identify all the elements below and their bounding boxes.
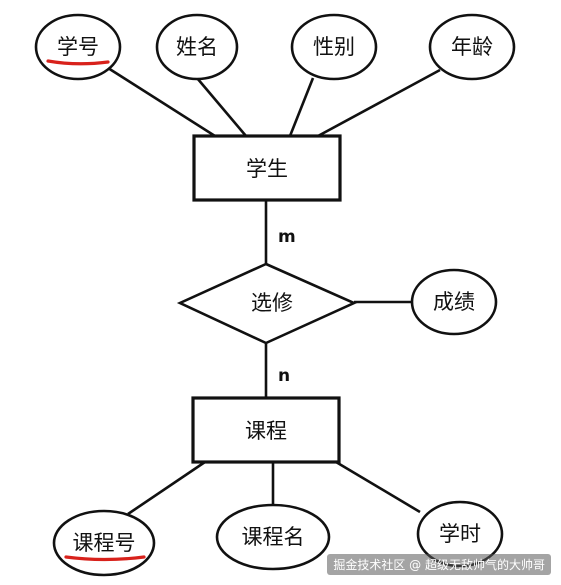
entity-course: 课程	[191, 396, 341, 464]
edge-course-id	[127, 460, 206, 516]
entity-label: 课程	[245, 419, 287, 443]
attribute-course-name: 课程名	[215, 503, 331, 571]
attribute-label: 年龄	[451, 35, 493, 59]
attribute-label: 成绩	[433, 290, 475, 314]
primary-key-underline	[46, 59, 110, 66]
edge-student-gender	[288, 77, 315, 137]
edge-course-hours	[335, 460, 421, 514]
edge-student-name	[196, 77, 247, 137]
primary-key-underline	[64, 555, 146, 562]
entity-student: 学生	[192, 134, 342, 202]
edge-student-age	[317, 68, 441, 138]
entity-label: 学生	[246, 157, 288, 181]
attribute-grade: 成绩	[410, 268, 498, 336]
relationship-enroll: 选修	[176, 262, 358, 345]
edge-student-id	[107, 66, 216, 138]
attribute-course-id: 课程号	[52, 509, 156, 577]
attribute-label: 课程号	[73, 531, 136, 555]
attribute-label: 学时	[439, 522, 481, 546]
cardinality-n: n	[278, 366, 290, 386]
cardinality-m: m	[278, 227, 296, 247]
attribute-student-name: 姓名	[155, 13, 239, 81]
attribute-student-gender: 性别	[290, 13, 378, 81]
attribute-student-age: 年龄	[428, 13, 516, 81]
relationship-label: 选修	[251, 291, 293, 315]
attribute-student-id: 学号	[34, 13, 122, 81]
attribute-label: 学号	[57, 35, 99, 59]
attribute-course-hours: 学时	[416, 500, 504, 568]
attribute-label: 课程名	[242, 525, 305, 549]
watermark: 掘金技术社区 @ 超级无敌帅气的大帅哥	[327, 554, 551, 575]
attribute-label: 性别	[313, 35, 355, 59]
attribute-label: 姓名	[176, 35, 218, 59]
